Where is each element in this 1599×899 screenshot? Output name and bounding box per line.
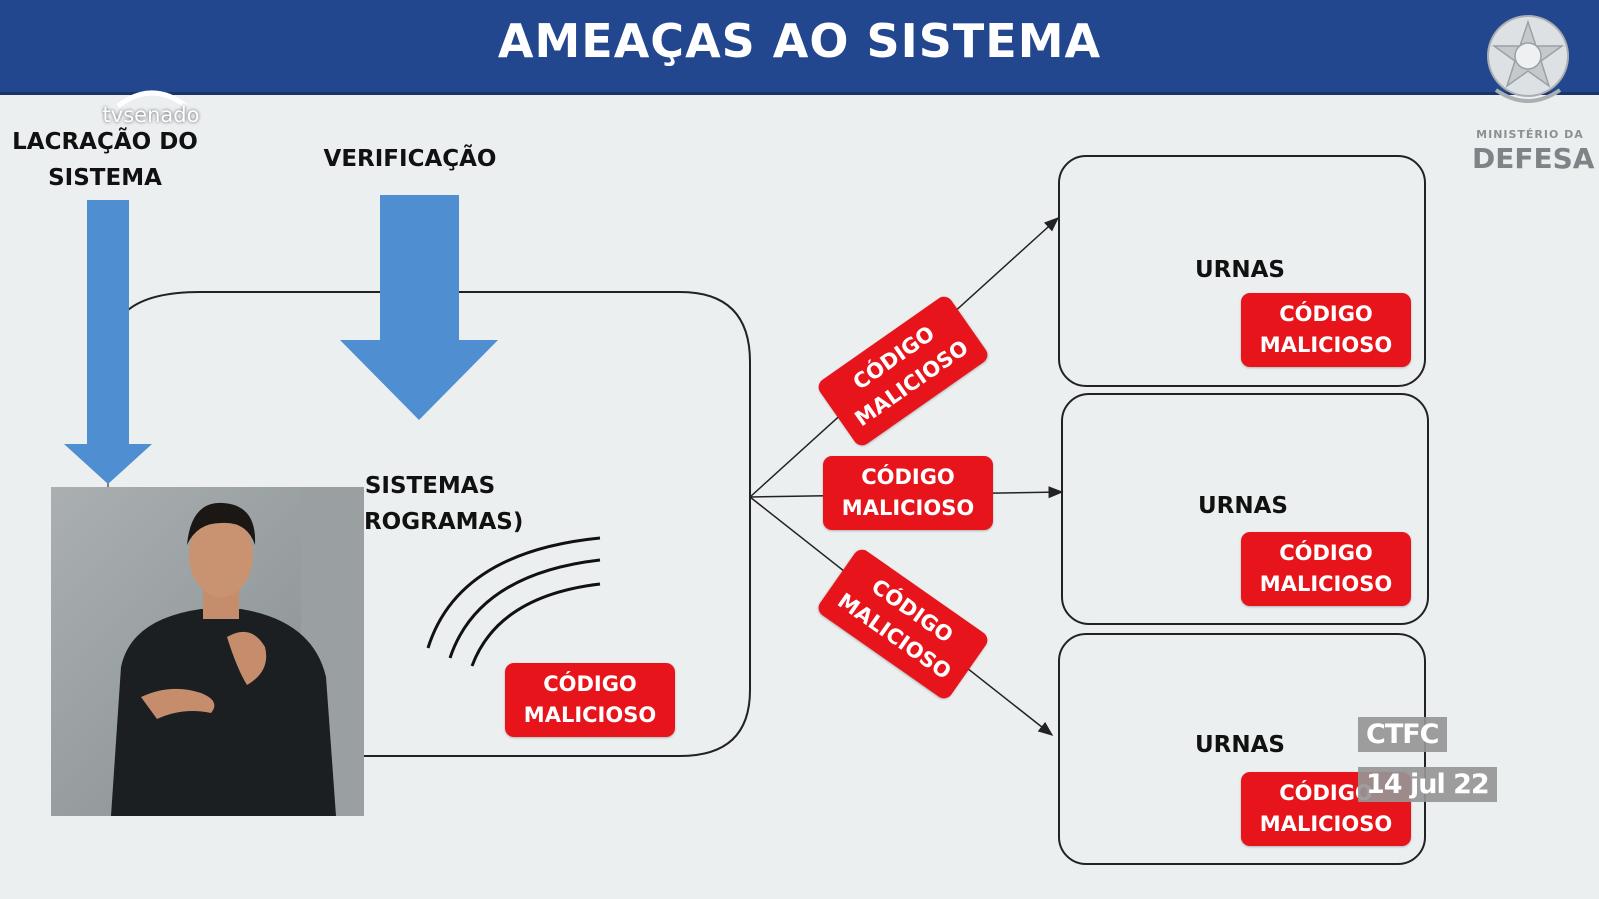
system-malicious-badge: CÓDIGO MALICIOSO bbox=[505, 663, 675, 737]
urnas-label-1: URNAS bbox=[1194, 257, 1285, 283]
badge-line1: CÓDIGO bbox=[1279, 541, 1373, 565]
verificacao-arrow-icon bbox=[340, 195, 498, 420]
badge-line2: MALICIOSO bbox=[1259, 812, 1393, 836]
arc-signal-1 bbox=[426, 536, 601, 649]
tvsenado-logo-text: tvsenado bbox=[102, 103, 200, 127]
date-badge: 14 jul 22 bbox=[1358, 767, 1497, 802]
verificacao-label: VERIFICAÇÃO bbox=[323, 146, 497, 172]
interpreter-figure-icon bbox=[51, 487, 364, 816]
badge-line2: MALICIOSO bbox=[1259, 333, 1393, 357]
lacracao-label: LACRAÇÃO DO SISTEMA bbox=[10, 124, 200, 196]
coat-of-arms-icon bbox=[1487, 15, 1569, 103]
arc-signal-2 bbox=[448, 558, 601, 659]
urnas-malicious-badge-2: CÓDIGO MALICIOSO bbox=[1241, 532, 1411, 606]
badge-line2: MALICIOSO bbox=[523, 703, 657, 727]
sign-language-interpreter-video bbox=[51, 487, 364, 816]
lacracao-label-line2: SISTEMA bbox=[48, 165, 162, 191]
ministry-line1: MINISTÉRIO DA bbox=[1476, 128, 1584, 141]
arc-signal-3 bbox=[470, 582, 601, 667]
urnas-box-1 bbox=[1058, 155, 1426, 387]
badge-line1: CÓDIGO bbox=[861, 465, 955, 489]
urnas-malicious-badge-1: CÓDIGO MALICIOSO bbox=[1241, 293, 1411, 367]
badge-line1: CÓDIGO bbox=[543, 672, 637, 696]
sistemas-label: SISTEMAS (PROGRAMAS) bbox=[330, 468, 530, 540]
transit-malicious-badge-2: CÓDIGO MALICIOSO bbox=[823, 456, 993, 530]
slide-title: AMEAÇAS AO SISTEMA bbox=[497, 14, 1102, 68]
ministry-line2: DEFESA bbox=[1472, 142, 1595, 175]
lacracao-label-line1: LACRAÇÃO DO bbox=[12, 129, 198, 155]
title-bar: AMEAÇAS AO SISTEMA bbox=[0, 0, 1599, 95]
urnas-label-3: URNAS bbox=[1194, 732, 1285, 758]
badge-line2: MALICIOSO bbox=[1259, 572, 1393, 596]
committee-badge: CTFC bbox=[1358, 717, 1447, 752]
system-box-outline bbox=[127, 291, 751, 757]
lacracao-arrow-icon bbox=[64, 200, 152, 484]
urnas-box-2 bbox=[1061, 393, 1429, 625]
badge-line1: CÓDIGO bbox=[1279, 302, 1373, 326]
badge-line2: MALICIOSO bbox=[841, 496, 975, 520]
sistemas-label-line2: (PROGRAMAS) bbox=[336, 509, 524, 535]
badge-line1: CÓDIGO bbox=[1279, 781, 1373, 805]
sistemas-label-line1: SISTEMAS bbox=[364, 473, 496, 499]
urnas-label-2: URNAS bbox=[1197, 493, 1288, 519]
tvsenado-logo-icon bbox=[116, 90, 188, 108]
